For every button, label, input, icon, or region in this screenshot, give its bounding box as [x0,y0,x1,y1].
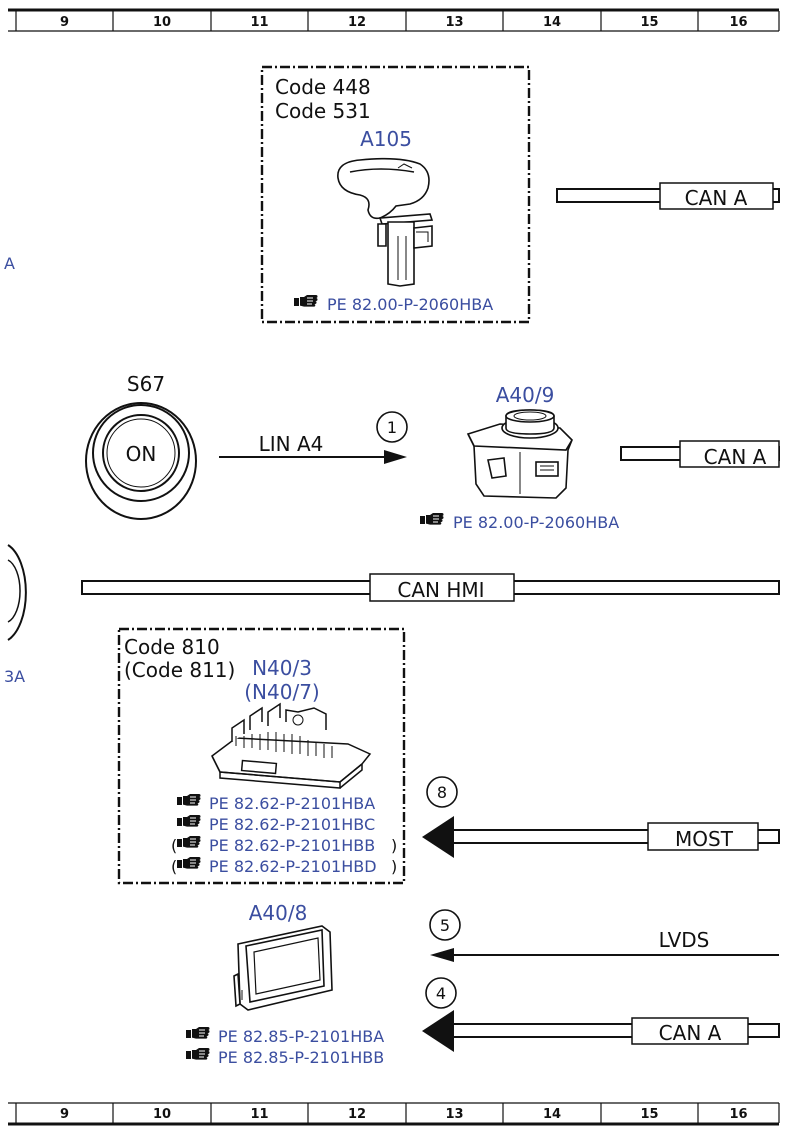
can-a-bus-mid: CAN A [620,440,780,469]
a105-module: Code 448 Code 531 A105 PE 82.00-P-2060HB… [260,65,531,324]
can-a-label-bottom: CAN A [659,1021,722,1045]
ruler-column-label: 16 [729,1107,747,1122]
marker-8: 8 [426,776,458,808]
a40-9-module: A40/9 PE 82.00-P-2060HBA [419,383,619,532]
n40-3-ref-2[interactable]: PE 82.62-P-2101HBC [209,815,375,834]
amplifier-illustration [211,702,372,789]
reference-hand-icon [185,1026,210,1040]
reference-hand-icon [419,512,444,526]
n40-3-ref-4[interactable]: PE 82.62-P-2101HBD [209,857,377,876]
lvds-connection: LVDS [430,928,779,962]
a105-ref-1[interactable]: PE 82.00-P-2060HBA [327,295,493,314]
svg-text:8: 8 [437,783,447,802]
ruler-column-label: 12 [348,15,366,30]
ruler-column-label: 14 [543,15,561,30]
marker-5: 5 [429,909,461,941]
selector-lever-illustration [337,157,434,287]
reference-hand-icon [176,814,201,828]
display-illustration [233,925,333,1011]
a105-id: A105 [360,127,412,151]
ruler-column-label: 16 [729,15,747,30]
lin-a4-connection: LIN A4 [219,432,407,464]
reference-hand-icon [185,1047,210,1061]
svg-text:1: 1 [387,418,397,437]
a105-code-2: Code 531 [275,99,371,123]
edge-fragment-top: A [4,254,15,273]
ruler-column-label: 15 [640,1107,658,1122]
ruler-column-label: 11 [250,1107,268,1122]
reference-hand-icon [176,856,201,870]
ruler-column-label: 10 [153,1107,171,1122]
reference-hand-icon [176,835,201,849]
ruler-column-label: 15 [640,15,658,30]
a40-8-ref-2[interactable]: PE 82.85-P-2101HBB [218,1048,384,1067]
ruler-column-label: 11 [250,15,268,30]
controller-illustration [466,409,573,499]
ruler-column-label: 9 [60,15,69,30]
can-a-label-top: CAN A [685,186,748,210]
n40-3-ref-1[interactable]: PE 82.62-P-2101HBA [209,794,375,813]
a105-code-1: Code 448 [275,75,371,99]
reference-hand-icon [293,294,318,308]
lin-a4-label: LIN A4 [259,432,324,456]
most-bus: MOST [422,816,780,858]
ruler-column-label: 14 [543,1107,561,1122]
can-hmi-bus: CAN HMI [81,573,780,602]
can-hmi-label: CAN HMI [397,578,484,602]
ref-close-paren: ) [391,857,397,876]
a40-8-id: A40/8 [249,901,308,925]
can-a-label-mid: CAN A [704,445,767,469]
s67-on-text: ON [126,442,157,466]
top-ruler: 9 10 11 12 13 14 15 16 [8,8,780,32]
ruler-column-label: 12 [348,1107,366,1122]
ruler-column-label: 13 [445,1107,463,1122]
n40-3-module: Code 810 (Code 811) N40/3 (N40/7) PE 82.… [117,627,406,885]
ref-open-paren: ( [171,836,177,855]
lvds-label: LVDS [659,928,710,952]
a40-9-id: A40/9 [496,383,555,407]
n40-3-ref-3[interactable]: PE 82.62-P-2101HBB [209,836,375,855]
can-a-bus-bottom: CAN A [422,1010,780,1052]
s67-id: S67 [127,372,165,396]
ruler-column-label: 9 [60,1107,69,1122]
partial-connector-left [7,544,27,641]
can-a-bus-top: CAN A [556,182,780,210]
ref-close-paren: ) [391,836,397,855]
n40-3-code-1: Code 810 [124,635,220,659]
ruler-column-label: 13 [445,15,463,30]
most-label: MOST [675,827,734,851]
a40-9-ref-1[interactable]: PE 82.00-P-2060HBA [453,513,619,532]
marker-1: 1 [376,411,408,443]
n40-3-id: N40/3 [252,656,312,680]
reference-hand-icon [176,793,201,807]
a40-8-ref-1[interactable]: PE 82.85-P-2101HBA [218,1027,384,1046]
svg-text:5: 5 [440,916,450,935]
n40-3-code-2: (Code 811) [124,658,235,682]
svg-text:4: 4 [436,984,446,1003]
ref-open-paren: ( [171,857,177,876]
marker-4: 4 [425,977,457,1009]
bottom-ruler: 9 10 11 12 13 14 15 16 [8,1102,780,1126]
s67-switch: S67 ON [85,372,197,520]
ruler-column-label: 10 [153,15,171,30]
a40-8-module: A40/8 PE 82.85-P-2101HBA PE 82.85-P-2101… [185,901,384,1067]
edge-fragment-mid: 3A [4,667,25,686]
n40-7-id: (N40/7) [244,680,319,704]
